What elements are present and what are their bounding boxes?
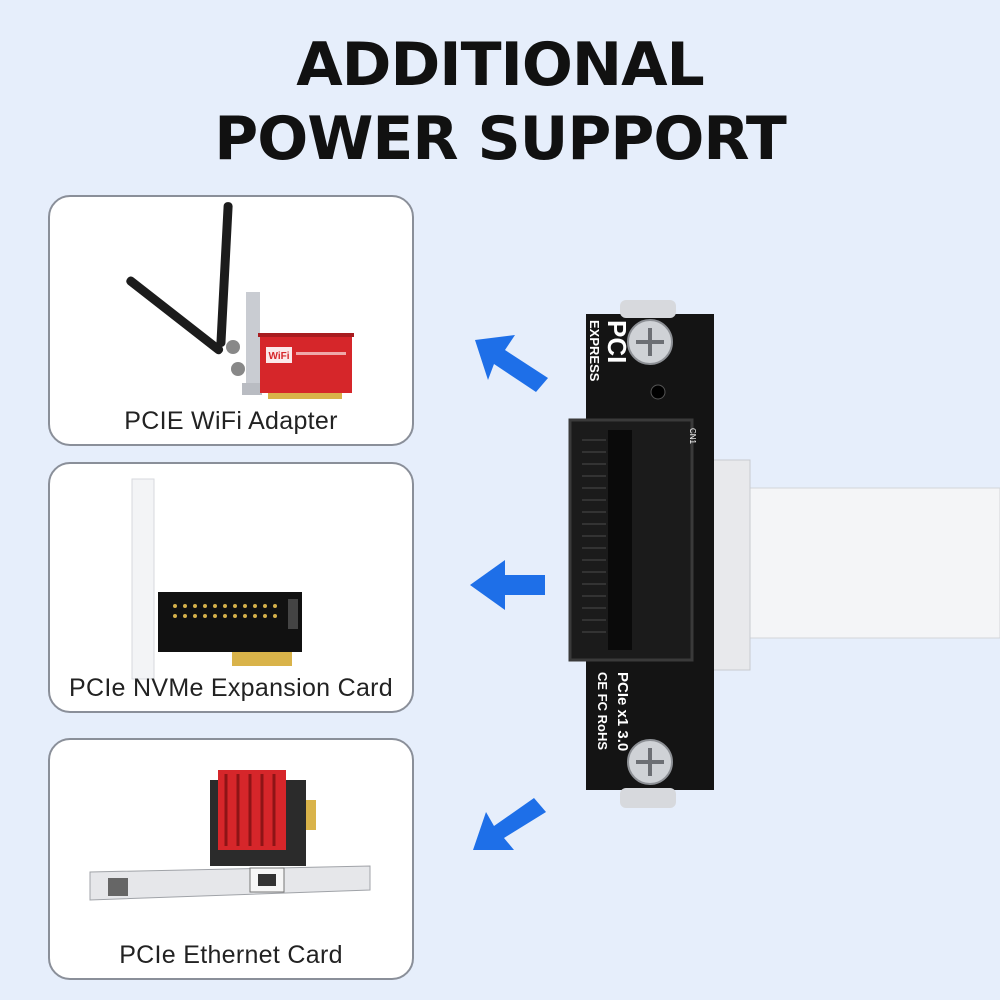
card-label-wifi: PCIE WiFi Adapter <box>124 407 338 435</box>
arrow-left-icon <box>470 560 545 610</box>
arrow-up-left-icon <box>475 335 548 392</box>
card-wifi-adapter: WiFi PCIE WiFi Adapter <box>48 195 414 446</box>
riser-model-label: PCIe x1 3.0 <box>614 672 631 751</box>
card-label-nvme: PCIe NVMe Expansion Card <box>68 674 393 702</box>
wifi-badge: WiFi <box>268 351 289 362</box>
card-label-ethernet: PCIe Ethernet Card <box>119 941 343 969</box>
riser-marks-label: CE FC RoHS <box>595 672 610 750</box>
card-ethernet-card: PCIe Ethernet Card <box>48 738 414 980</box>
headline-line-2: POWER SUPPORT <box>214 104 787 174</box>
card-nvme-card: PCIe NVMe Expansion Card <box>48 462 414 713</box>
wifi-adapter-icon: WiFi <box>126 202 354 399</box>
riser-connector-label: CN1 <box>688 428 697 445</box>
ethernet-card-icon <box>89 770 371 901</box>
riser-brand-top: PCI <box>602 320 632 363</box>
arrow-down-left-icon <box>473 798 546 850</box>
headline: ADDITIONAL POWER SUPPORT <box>0 28 1000 176</box>
nvme-card-icon <box>131 478 302 680</box>
headline-line-1: ADDITIONAL <box>296 30 705 100</box>
pcie-riser-board: PCI EXPRESS CN1 PCIe x1 3.0 CE FC RoHS <box>568 300 1000 808</box>
riser-brand-sub: EXPRESS <box>587 320 602 382</box>
